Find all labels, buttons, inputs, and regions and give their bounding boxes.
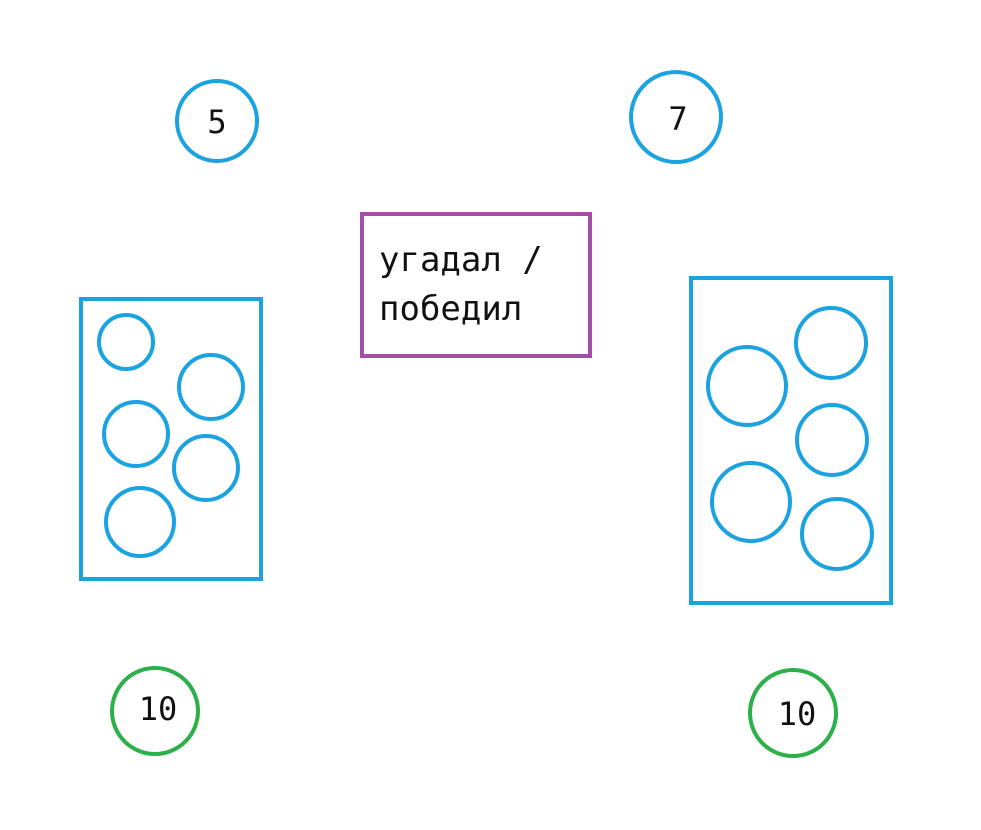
- left-tray-circle: [177, 353, 245, 421]
- left-bottom-number-circle: [110, 666, 200, 756]
- center-label-frame: [360, 212, 592, 358]
- left-bottom-number: 10: [139, 690, 178, 728]
- left-bottom-number-node: 10: [110, 666, 200, 756]
- right-tray-circle: [800, 497, 874, 571]
- right-bottom-number-node: 10: [748, 668, 838, 758]
- right-top-number: 7: [668, 100, 687, 138]
- center-label-line2: победил: [379, 289, 522, 329]
- left-tray-circle: [172, 434, 240, 502]
- right-tray-circle: [710, 461, 792, 543]
- right-tray-circle: [706, 345, 788, 427]
- right-tray-frame: [689, 276, 893, 605]
- right-tray-circle: [794, 306, 868, 380]
- right-bottom-number-circle: [748, 668, 838, 758]
- left-top-number-node: 5: [175, 79, 259, 163]
- center-label-line1: угадал /: [379, 240, 543, 280]
- left-tray: [79, 297, 263, 581]
- right-tray: [689, 276, 893, 605]
- left-tray-circle: [97, 313, 155, 371]
- left-top-number: 5: [207, 103, 226, 141]
- left-tray-frame: [79, 297, 263, 581]
- right-tray-circle: [795, 403, 869, 477]
- left-tray-circle: [102, 400, 170, 468]
- left-tray-circle: [104, 486, 176, 558]
- center-label-box: угадал / победил: [360, 212, 592, 358]
- left-top-number-circle: [175, 79, 259, 163]
- right-top-number-circle: [629, 70, 723, 164]
- right-bottom-number: 10: [778, 695, 817, 733]
- right-top-number-node: 7: [629, 70, 723, 164]
